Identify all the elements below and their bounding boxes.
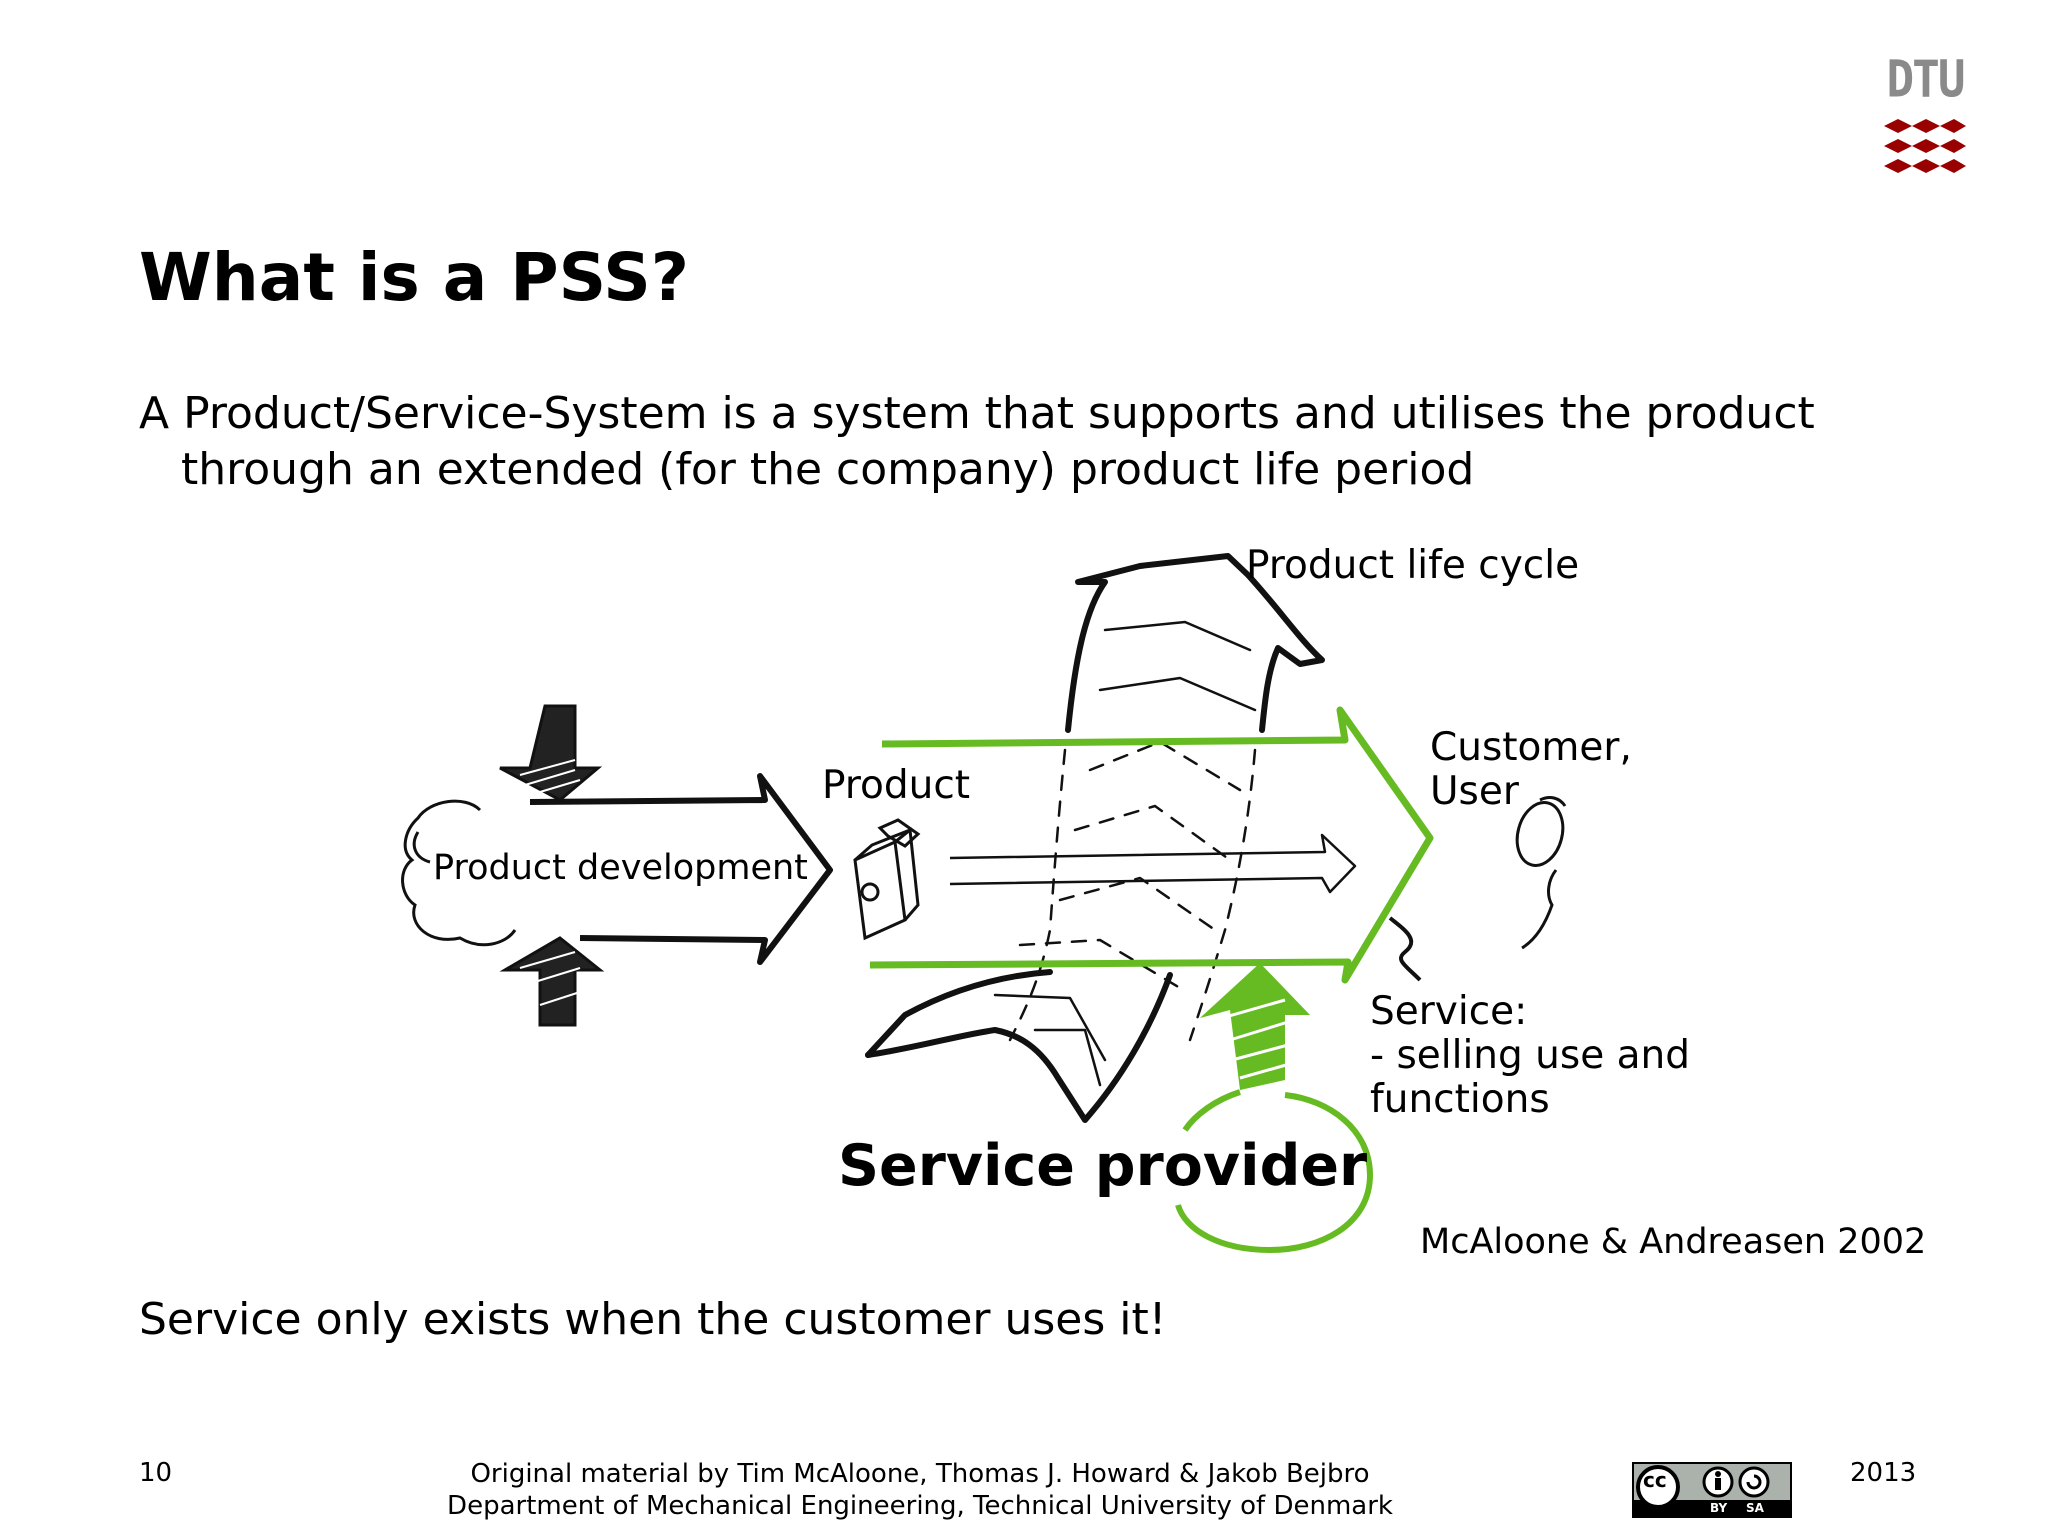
pss-definition: A Product/Service-System is a system tha… — [139, 386, 1999, 498]
label-service-provider: Service provider — [838, 1133, 1368, 1199]
inner-flow-arrow — [949, 833, 1357, 894]
label-customer-line-1: Customer, — [1430, 725, 1632, 770]
life-cycle-arrow-bottom — [865, 972, 1173, 1123]
definition-line-1: A Product/Service-System is a system tha… — [139, 388, 1815, 439]
label-product-development: Product development — [433, 848, 808, 888]
life-cycle-chevrons — [1103, 620, 1252, 652]
label-customer: Customer, User — [1430, 726, 1632, 814]
slide-note: Service only exists when the customer us… — [139, 1294, 1167, 1345]
label-service: Service: - selling use and functions — [1370, 990, 1690, 1122]
footer-credit-line-1: Original material by Tim McAloone, Thoma… — [470, 1459, 1370, 1489]
label-service-line-3: functions — [1370, 1077, 1550, 1122]
service-pointer — [1388, 916, 1422, 982]
footer-credit-line-2: Department of Mechanical Engineering, Te… — [447, 1491, 1393, 1521]
service-provider-loop — [1175, 1092, 1374, 1254]
footer-credit: Original material by Tim McAloone, Thoma… — [440, 1458, 1400, 1522]
citation: McAloone & Andreasen 2002 — [1420, 1222, 1927, 1262]
dtu-logo: DTU — [1880, 49, 1970, 186]
product-sketch — [853, 818, 921, 941]
page-number: 10 — [139, 1458, 173, 1488]
dtu-logo-icon — [1884, 119, 1966, 173]
label-service-line-2: - selling use and — [1370, 1033, 1690, 1078]
label-service-line-1: Service: — [1370, 989, 1528, 1034]
life-cycle-dashes — [1008, 748, 1067, 1042]
label-product-life-cycle: Product life cycle — [1246, 543, 1580, 588]
customer-figure — [1515, 796, 1567, 950]
life-cycle-arrow-top — [1065, 553, 1325, 733]
cc-by-sa-icon: cc BY SA — [1632, 1462, 1792, 1518]
input-arrow-top — [499, 704, 603, 802]
service-arrow-outline — [869, 706, 1434, 984]
dtu-logo-text: DTU — [1886, 49, 1965, 109]
label-product: Product — [822, 763, 971, 808]
footer-year: 2013 — [1850, 1458, 1917, 1488]
cc-text: cc — [1643, 1468, 1667, 1492]
label-customer-line-2: User — [1430, 769, 1519, 814]
product-dev-cloud — [401, 799, 517, 947]
cc-by-text: BY — [1710, 1501, 1728, 1515]
cc-sa-text: SA — [1746, 1501, 1764, 1515]
slide-title: What is a PSS? — [139, 239, 690, 316]
product-dev-arrow — [529, 773, 833, 965]
service-provider-arrow — [1200, 963, 1310, 1090]
definition-line-2: through an extended (for the company) pr… — [181, 444, 1475, 495]
input-arrow-bottom — [499, 936, 605, 1027]
